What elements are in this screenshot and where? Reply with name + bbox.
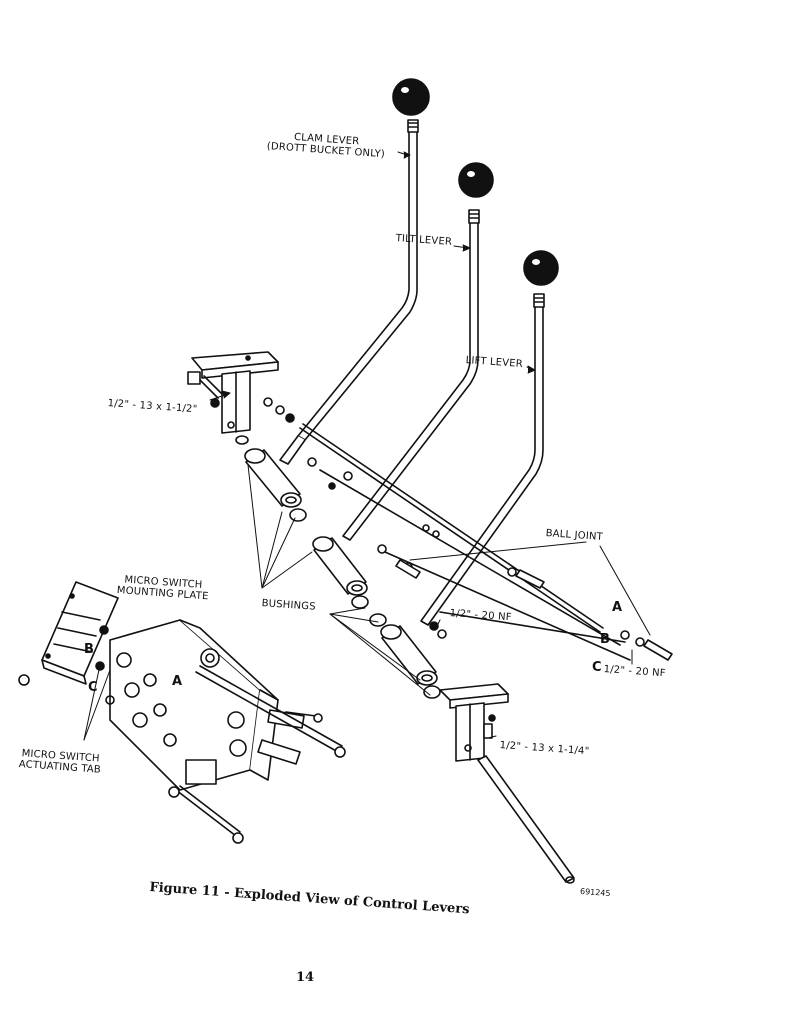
lower-bolt (483, 714, 496, 739)
letter-a-right: A (612, 600, 623, 615)
letter-c-right: C (592, 660, 602, 675)
lower-bracket (439, 683, 509, 762)
leader-lines (69, 151, 651, 741)
small-hardware (263, 397, 447, 639)
page-number: 14 (296, 970, 315, 985)
small-bushing (235, 435, 441, 699)
ball-joint (307, 457, 673, 661)
letter-b-right: B (600, 632, 610, 647)
upper-bolt (187, 371, 223, 408)
clam-lever (279, 119, 419, 465)
tilt-lever (342, 209, 480, 541)
letter-c-left: C (88, 680, 98, 695)
bushing (312, 536, 368, 596)
control-valve-body (109, 619, 305, 791)
upper-bracket (191, 351, 279, 434)
letter-b-left: B (84, 642, 94, 657)
letter-a-left: A (172, 674, 183, 689)
valve-tie-bolt (168, 665, 346, 844)
tilt-lever-knob (458, 162, 494, 198)
pivot-shaft (477, 755, 575, 884)
lift-lever (420, 293, 545, 626)
micro-switch-actuating-tab (95, 625, 115, 705)
bushing (244, 448, 302, 508)
lift-lever-knob (523, 250, 559, 286)
bushing (380, 624, 438, 686)
micro-switch-mounting-plate (18, 581, 119, 686)
linkage-rod (299, 423, 631, 661)
clam-lever-knob (392, 78, 430, 116)
